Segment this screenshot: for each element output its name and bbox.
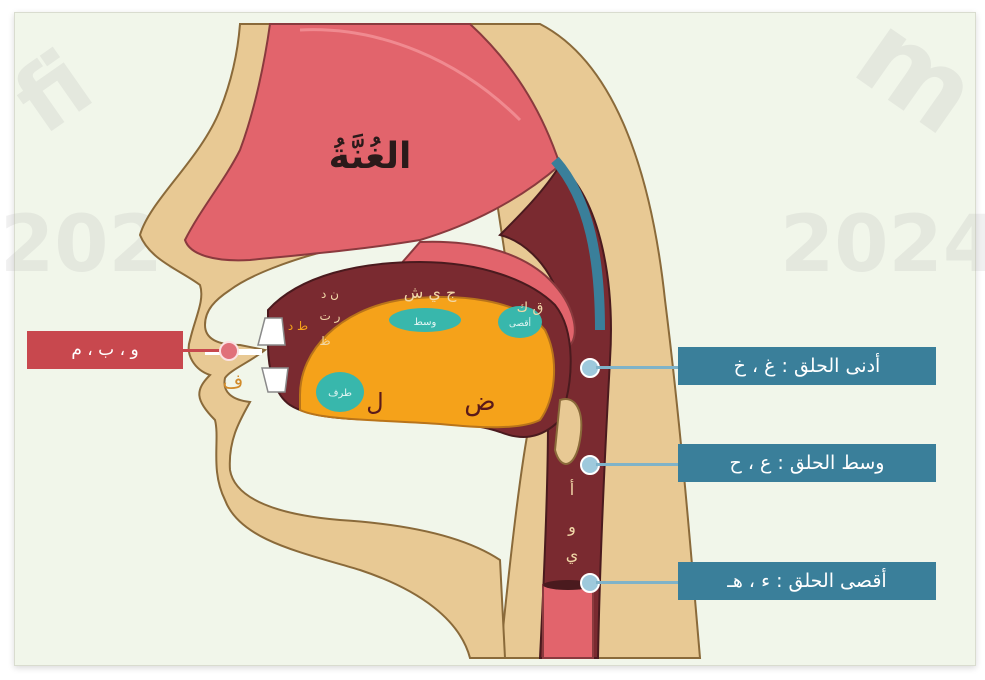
middle-letters: ج ي ش [404, 283, 457, 303]
pad-edge-label: طرف [328, 388, 352, 399]
tip-letters-1: ن د [321, 287, 339, 301]
upper-throat-callout: أدنى الحلق : غ ، خ [678, 347, 936, 385]
pad-middle-label: وسط [414, 317, 437, 328]
middle-throat-callout: وسط الحلق : ع ، ح [678, 444, 936, 482]
upper-teeth [258, 318, 285, 345]
lips-callout: و ، ب ، م [27, 331, 183, 369]
upper-throat-connector [596, 366, 678, 369]
back-letters: ق ك [517, 300, 544, 316]
tip-letters-4: ظ [319, 334, 330, 348]
jawf-letter-3: ي [566, 545, 579, 565]
lips-point [219, 341, 239, 361]
jawf-letter-1: أ [570, 479, 574, 499]
jawf-letter-2: و [567, 517, 576, 537]
diagram-title: الغُنَّةُ [329, 132, 412, 177]
tip-letters-2: ر ت [320, 309, 341, 324]
lower-teeth [262, 368, 288, 392]
pad-back-label: أقصى [509, 317, 531, 329]
tip-letters-3: ط د [288, 319, 308, 333]
trachea [543, 585, 593, 658]
dad-letter: ض [464, 387, 495, 417]
middle-throat-connector [596, 463, 678, 466]
lower-throat-connector [596, 581, 678, 584]
lower-throat-callout: أقصى الحلق : ء ، هـ [678, 562, 936, 600]
lam-letter: ل [366, 388, 383, 416]
lower-lip-letter: ف [223, 369, 244, 393]
